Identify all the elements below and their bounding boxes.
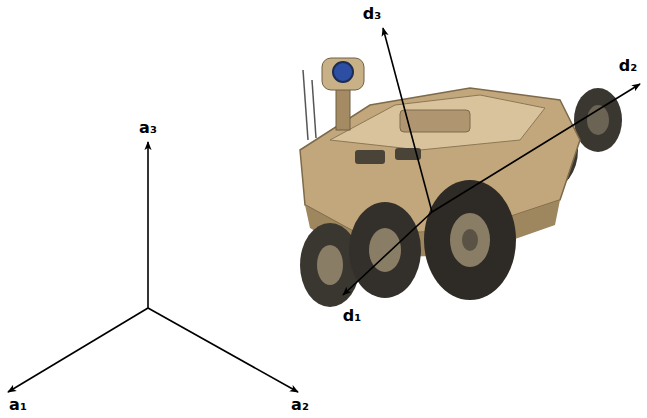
axis-arrow (8, 308, 148, 392)
camera-lens (333, 62, 353, 82)
axis-label: a₂ (290, 396, 310, 414)
sensor-window (355, 150, 385, 164)
axis-label: a₃ (138, 119, 158, 137)
vehicle-deck (330, 95, 545, 150)
wheel-hub (317, 245, 343, 285)
frame-a (8, 142, 298, 392)
axis-arrow (343, 212, 432, 295)
axis-arrow (383, 28, 432, 212)
wheel (424, 180, 516, 300)
axis-arrow (432, 84, 640, 212)
antenna (303, 70, 308, 140)
axis-label: d₁ (342, 307, 362, 325)
axis-arrow (147, 142, 149, 308)
axis-arrow (148, 308, 298, 392)
axis-label: a₁ (8, 396, 28, 414)
camera-head (322, 58, 364, 90)
camera-mast (336, 85, 350, 130)
wheel (349, 202, 421, 298)
antenna (312, 80, 316, 138)
robot-vehicle (300, 58, 622, 307)
wheel-hub (462, 229, 478, 251)
axis-label: d₂ (618, 57, 638, 75)
axis-label: d₃ (362, 5, 382, 23)
wheel-hub (450, 213, 490, 267)
frame-d (343, 28, 640, 295)
